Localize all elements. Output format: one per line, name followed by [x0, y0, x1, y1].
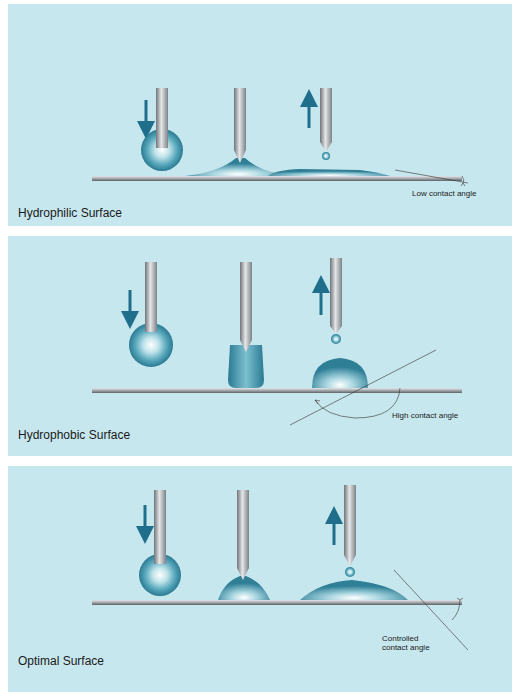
panel-title: Optimal Surface [18, 654, 104, 668]
angle-label: High contact angle [392, 411, 458, 420]
angle-label: Controlled contact angle [382, 634, 438, 652]
panel-title: Hydrophobic Surface [18, 428, 130, 442]
angle-label: Low contact angle [412, 189, 477, 198]
panel-title: Hydrophilic Surface [18, 206, 122, 220]
surface-panel: Optimal Surface [8, 466, 512, 692]
surface-panel: Hydrophobic Surface [8, 236, 512, 456]
